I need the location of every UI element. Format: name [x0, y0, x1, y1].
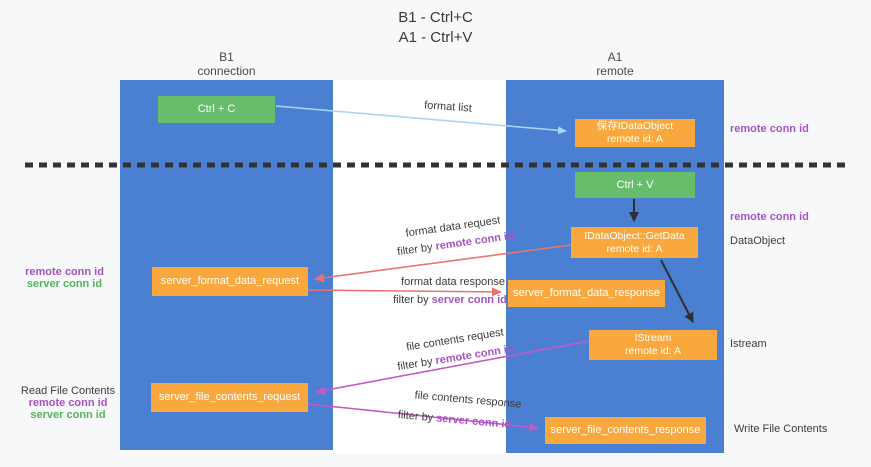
lifeline-header-b1: B1 connection	[120, 50, 333, 78]
arrow-file-contents-response	[307, 403, 539, 432]
node-save-idataobject-line2: remote id: A	[606, 133, 664, 145]
arrow-format-data-response	[307, 287, 502, 297]
annotation-write-file-contents: Write File Contents	[734, 423, 828, 435]
title-line-1: B1 - Ctrl+C	[398, 9, 473, 26]
arrow-format-list	[275, 105, 567, 135]
annotation-left-remote-conn-id-2: remote conn id	[28, 397, 108, 409]
annotation-left-remote-conn-id-1: remote conn id	[25, 266, 104, 278]
node-istream-line1: IStream	[634, 332, 672, 344]
annotation-group-file: Read File Contents remote conn id server…	[12, 385, 124, 421]
annotation-remote-conn-id-top: remote conn id	[730, 123, 809, 135]
node-server-file-contents-request: server_file_contents_request	[151, 383, 308, 412]
edge-label-format-data-response-filter: filter by server conn id	[370, 294, 530, 306]
annotation-left-server-conn-id-2: server conn id	[30, 409, 106, 421]
lifeline-a1-name: A1	[607, 50, 623, 64]
node-file-response-label: server_file_contents_response	[550, 424, 701, 436]
node-istream: IStream remote id: A	[589, 330, 717, 360]
node-getdata-line2: remote id: A	[606, 242, 663, 255]
node-ctrl-v-label: Ctrl + V	[616, 178, 654, 191]
arrow-format-data-request	[314, 244, 572, 283]
edge-label-format-data-response: format data response	[401, 276, 505, 288]
annotation-dataobject: DataObject	[730, 235, 786, 247]
node-format-response-label: server_format_data_response	[513, 287, 660, 299]
annotation-istream: Istream	[730, 338, 767, 350]
lifeline-b1-name: B1	[219, 50, 234, 64]
node-ctrl-v: Ctrl + V	[575, 172, 695, 198]
annotation-group-format: remote conn id server conn id	[12, 266, 117, 290]
title-line-2: A1 - Ctrl+V	[398, 29, 473, 46]
node-idataobject-getdata: IDataObject::GetData remote id: A	[571, 227, 698, 258]
filter-by-text: filter by	[393, 294, 429, 306]
node-file-request-label: server_file_contents_request	[158, 391, 301, 403]
node-server-file-contents-response: server_file_contents_response	[545, 417, 706, 444]
diagram-title: B1 - Ctrl+C A1 - Ctrl+V	[0, 8, 871, 48]
node-ctrl-c: Ctrl + C	[158, 96, 275, 123]
lifeline-a1-role: remote	[596, 64, 634, 78]
node-save-idataobject-line1: 保存IDataObject	[596, 120, 674, 132]
annotation-read-file-contents: Read File Contents	[20, 385, 116, 397]
arrow-getdata-to-istream	[660, 259, 694, 323]
node-getdata-line1: IDataObject::GetData	[584, 229, 685, 242]
node-ctrl-c-label: Ctrl + C	[197, 103, 236, 115]
lifeline-b1-role: connection	[197, 64, 256, 78]
node-save-idataobject: 保存IDataObject remote id: A	[575, 119, 695, 147]
annotation-remote-conn-id-mid: remote conn id	[730, 211, 809, 223]
node-server-format-data-response: server_format_data_response	[508, 280, 665, 307]
arrow-file-contents-request	[315, 340, 590, 395]
node-format-request-label: server_format_data_request	[160, 275, 300, 287]
node-server-format-data-request: server_format_data_request	[152, 267, 308, 296]
message-channel-band	[333, 80, 506, 453]
annotation-left-server-conn-id-1: server conn id	[26, 278, 103, 290]
filter-id-server-conn-id: server conn id	[431, 294, 507, 306]
lifeline-header-a1: A1 remote	[506, 50, 724, 78]
node-istream-line2: remote id: A	[624, 345, 682, 357]
